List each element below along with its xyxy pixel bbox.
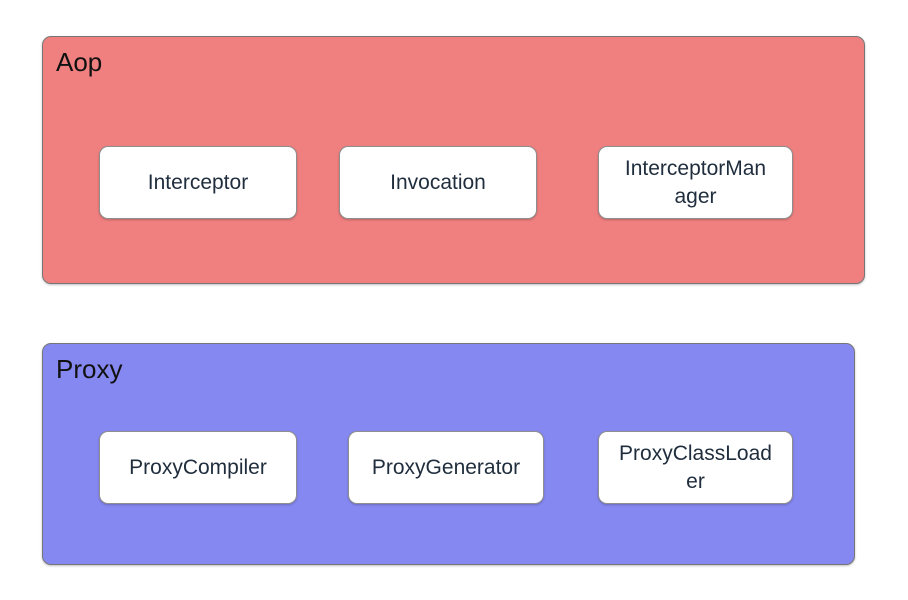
group-proxy: Proxy ProxyCompiler ProxyGenerator Proxy… — [42, 343, 855, 565]
node-proxy-class-loader-label: ProxyClassLoader — [619, 442, 772, 493]
node-proxy-generator-label: ProxyGenerator — [371, 455, 521, 479]
node-proxy-compiler: ProxyCompiler — [99, 431, 297, 504]
node-proxy-generator: ProxyGenerator — [348, 431, 544, 504]
group-aop-label: Aop — [56, 47, 103, 77]
node-interceptor-manager: InterceptorManager — [598, 146, 793, 219]
node-interceptor: Interceptor — [99, 146, 297, 219]
node-proxy-compiler-label: ProxyCompiler — [129, 455, 267, 479]
group-aop: Aop Interceptor Invocation InterceptorMa… — [42, 36, 865, 284]
node-invocation-label: Invocation — [390, 170, 486, 194]
group-proxy-label: Proxy — [56, 354, 123, 384]
node-interceptor-manager-label: InterceptorManager — [624, 157, 767, 208]
node-interceptor-label: Interceptor — [147, 170, 249, 194]
node-invocation: Invocation — [339, 146, 537, 219]
node-proxy-class-loader: ProxyClassLoader — [598, 431, 793, 504]
